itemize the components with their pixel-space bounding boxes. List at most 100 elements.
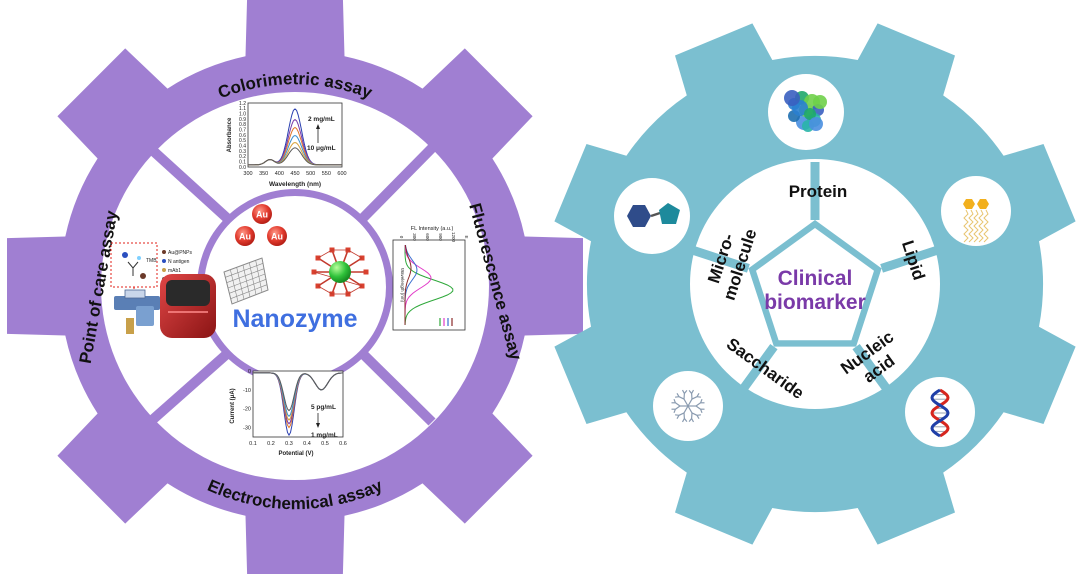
right-gear: Clinical biomarker Protein Lipid Nucleic…	[554, 23, 1076, 545]
glycan-branch	[691, 396, 698, 400]
glycan-branch	[683, 405, 689, 414]
electrochemical-bottom-conc: 1 mg/mL	[311, 432, 338, 439]
right-dividers	[691, 162, 939, 397]
clinical-label: Clinical	[778, 267, 853, 290]
lipid-head	[963, 199, 975, 209]
colorimetric-xtick: 450	[290, 171, 299, 177]
graphene-sheet-icon	[223, 257, 269, 305]
saccharide-branch-icon	[653, 371, 723, 441]
electrochemical-ytick: -20	[243, 407, 251, 413]
mof-framework-icon	[311, 247, 369, 297]
tmb-dot	[137, 256, 141, 260]
glycan-branch	[688, 418, 693, 422]
glycan-branch	[678, 396, 685, 400]
antigen-dot	[122, 252, 128, 258]
colorimetric-bottom-conc: 10 μg/mL	[307, 145, 336, 152]
fluorescence-side-label: Wavelength (nm)	[400, 268, 405, 303]
glycan-branch	[691, 389, 695, 394]
colorimetric-ytick: 1.2	[239, 101, 246, 107]
glycan-branch	[683, 418, 688, 422]
electrochemical-ytick: -30	[243, 426, 251, 432]
glycan-branch	[673, 398, 676, 404]
left-gear: Au Au Au Nanozyme Colorimetric assay Flu…	[7, 0, 583, 574]
colorimetric-ytick: 0.3	[239, 149, 246, 155]
poc-legend-label: Au@PNPs	[168, 250, 192, 256]
glycan-branch	[675, 414, 680, 416]
colorimetric-xtick: 600	[337, 171, 346, 177]
fluorescence-tick: E	[464, 235, 469, 238]
pentagon-center	[756, 228, 874, 341]
colorimetric-ytick: 0.9	[239, 117, 246, 123]
nanoparticle-dot	[140, 273, 146, 279]
fluorescence-tick: 600	[425, 233, 430, 241]
poc-vial	[126, 318, 134, 334]
glycan-branch	[678, 412, 685, 416]
glycan-branch	[681, 418, 685, 423]
colorimetric-ytick: 0.5	[239, 138, 246, 144]
fluorescence-curve	[404, 245, 454, 326]
glycan-branch	[681, 389, 685, 394]
poc-reader-window	[166, 280, 210, 306]
small-molecule-icon	[614, 178, 690, 254]
dna-strand	[930, 388, 950, 438]
lipid-tail	[978, 209, 984, 243]
protein-blob-part	[809, 117, 823, 131]
poc-legend-marker	[162, 259, 166, 263]
glycan-branch	[675, 396, 680, 398]
electrochemical-arrowhead	[316, 423, 320, 428]
electrochemical-xtick: 0.6	[339, 441, 347, 447]
glycan-branch	[687, 405, 693, 414]
colorimetric-top-conc: 2 mg/mL	[308, 116, 335, 123]
electrochemical-xtick: 0.4	[303, 441, 311, 447]
fluorescence-tick: 900	[438, 233, 443, 241]
colorimetric-xtick: 300	[243, 171, 252, 177]
colorimetric-arrowhead	[316, 124, 320, 129]
gold-nanoparticle: Au	[235, 226, 255, 246]
glycan-branch	[696, 392, 700, 398]
glycan-branch	[675, 402, 681, 407]
glycan-branch	[696, 414, 701, 416]
glycan-branch	[696, 414, 700, 420]
right-spoke	[691, 246, 750, 273]
gold-nanoparticle: Au	[267, 226, 287, 246]
lipid-tail	[983, 209, 989, 243]
glycan-branch	[691, 412, 698, 416]
fluorescence-curve	[404, 244, 412, 325]
colorimetric-ytick: 1.0	[239, 111, 246, 117]
svg-text:Au: Au	[239, 232, 251, 242]
poc-cartridge	[124, 289, 146, 299]
dna-helix-icon	[905, 377, 975, 447]
lipid-tail	[963, 209, 969, 243]
poc-legend-marker	[162, 268, 166, 272]
fluorescence-top-axis-label: FL Intensity (a.u.)	[411, 226, 454, 232]
electrochemical-ytick: -10	[243, 388, 251, 394]
colorimetric-chart: 0.00.10.20.30.40.50.60.70.80.91.01.11.2 …	[227, 101, 347, 188]
glycan-branch	[683, 398, 689, 407]
poc-legend-marker	[162, 250, 166, 254]
colorimetric-xtick: 400	[275, 171, 284, 177]
lipid-tail	[973, 209, 979, 243]
electrochemical-top-conc: 5 pg/mL	[311, 404, 336, 411]
fluorescence-tick: 1200	[451, 232, 456, 243]
electrochemical-xtick: 0.1	[249, 441, 257, 447]
glycan-branch	[695, 405, 701, 410]
colorimetric-ytick: 1.1	[239, 106, 246, 112]
electrochemical-ylabel: Current (μA)	[230, 388, 236, 423]
gold-nanoparticle: Au	[252, 204, 272, 224]
left-dividers	[146, 144, 436, 426]
poc-base	[136, 306, 154, 326]
lipid-tail	[968, 209, 974, 243]
glycan-branch	[695, 402, 701, 407]
colorimetric-ytick: 0.0	[239, 165, 246, 171]
colorimetric-ytick: 0.8	[239, 122, 246, 128]
dna-strand	[930, 388, 950, 438]
glycan-branch	[688, 390, 693, 394]
colorimetric-ytick: 0.6	[239, 133, 246, 139]
colorimetric-xtick: 500	[306, 171, 315, 177]
tmb-label: TMB	[146, 258, 157, 264]
fluorescence-tick: 300	[412, 233, 417, 241]
